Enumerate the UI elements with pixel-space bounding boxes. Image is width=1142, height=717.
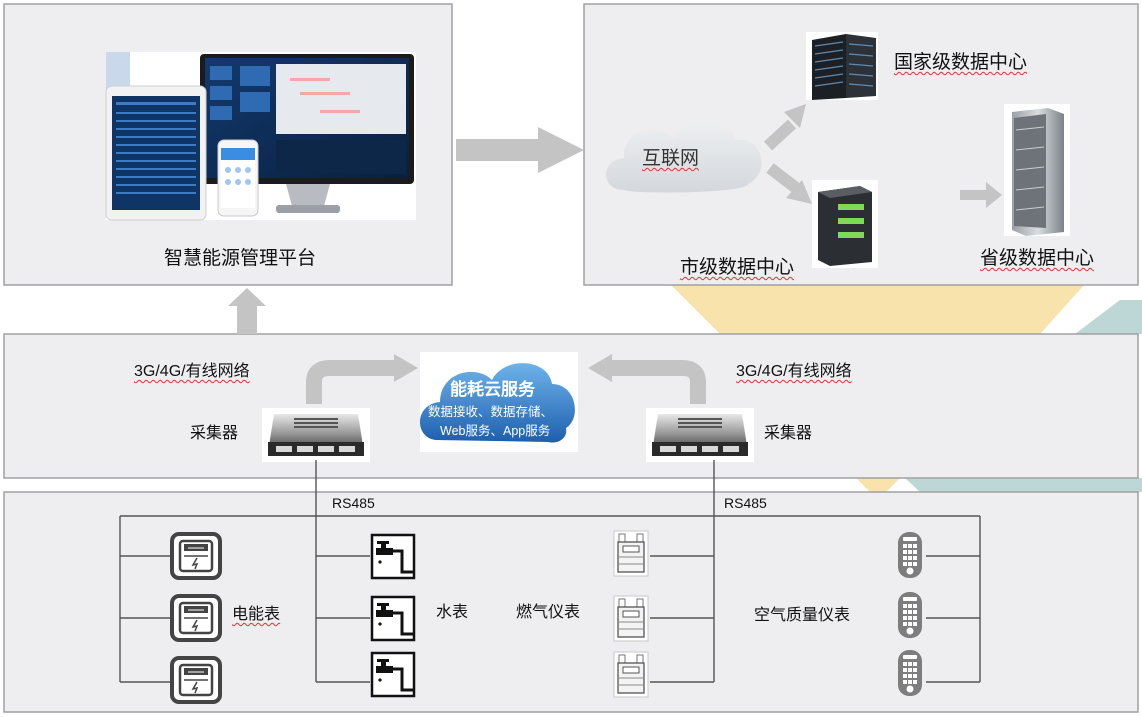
water-meter-icon xyxy=(370,595,416,642)
platform-title: 智慧能源管理平台 xyxy=(164,248,317,269)
arrow-internet-to-national xyxy=(763,104,806,151)
city-datacenter-label: 市级数据中心 xyxy=(680,257,795,278)
arrow-left-collector-to-cloud xyxy=(306,354,418,404)
left-collector-label: 采集器 xyxy=(190,425,239,442)
national-server-icon xyxy=(806,32,878,100)
electric-meter-label: 电能表 xyxy=(232,606,281,623)
left-collector-icon xyxy=(262,408,370,462)
cloud-service-line1: 数据接收、数据存储、 xyxy=(428,405,554,419)
left-network-link-label: 3G/4G/有线网络 xyxy=(134,363,250,380)
rs485-left-label: RS485 xyxy=(332,495,375,511)
gas-meter-icon xyxy=(613,530,649,577)
city-server-icon xyxy=(812,180,878,268)
gas-meter-icon xyxy=(613,651,649,698)
gas-meter-icon xyxy=(613,595,649,642)
decor-teal-shape-bottom xyxy=(905,478,1142,492)
electric-meter-icon xyxy=(170,594,222,642)
electric-meter-icon xyxy=(170,656,222,704)
air-quality-meter-icon xyxy=(898,592,922,638)
rs485-right-label: RS485 xyxy=(724,495,767,511)
internet-label: 互联网 xyxy=(642,148,700,169)
water-meter-icon xyxy=(370,533,416,580)
right-network-link-label: 3G/4G/有线网络 xyxy=(736,363,852,380)
rs485-bus-wiring xyxy=(119,460,981,683)
air-quality-meter-label: 空气质量仪表 xyxy=(754,607,851,624)
platform-devices-image xyxy=(105,52,416,221)
arrow-city-to-province xyxy=(960,182,1002,208)
arrow-internet-to-city xyxy=(766,163,812,204)
arrow-platform-to-internet xyxy=(456,127,584,173)
decor-yellow-shape-bottom xyxy=(856,478,900,492)
water-meter-icon xyxy=(370,651,416,698)
right-collector-label: 采集器 xyxy=(764,425,813,442)
decor-yellow-shape xyxy=(670,284,1085,334)
national-datacenter-label: 国家级数据中心 xyxy=(894,52,1028,73)
internet-cloud-icon xyxy=(606,119,762,193)
water-meter-label: 水表 xyxy=(436,604,469,621)
arrow-right-collector-to-cloud xyxy=(588,354,706,404)
air-quality-meter-icon xyxy=(898,532,922,578)
gas-meter-label: 燃气仪表 xyxy=(516,604,581,621)
province-server-icon xyxy=(1004,104,1070,236)
province-datacenter-label: 省级数据中心 xyxy=(980,248,1095,269)
cloud-service-line2: Web服务、App服务 xyxy=(440,424,551,438)
decor-teal-shape xyxy=(1075,300,1142,334)
arrow-network-to-platform xyxy=(228,288,266,334)
energy-cloud-service-icon xyxy=(419,352,578,452)
air-quality-meter-icon xyxy=(898,650,922,696)
cloud-service-title: 能耗云服务 xyxy=(450,380,535,399)
right-collector-icon xyxy=(646,408,754,462)
electric-meter-icon xyxy=(170,532,222,580)
